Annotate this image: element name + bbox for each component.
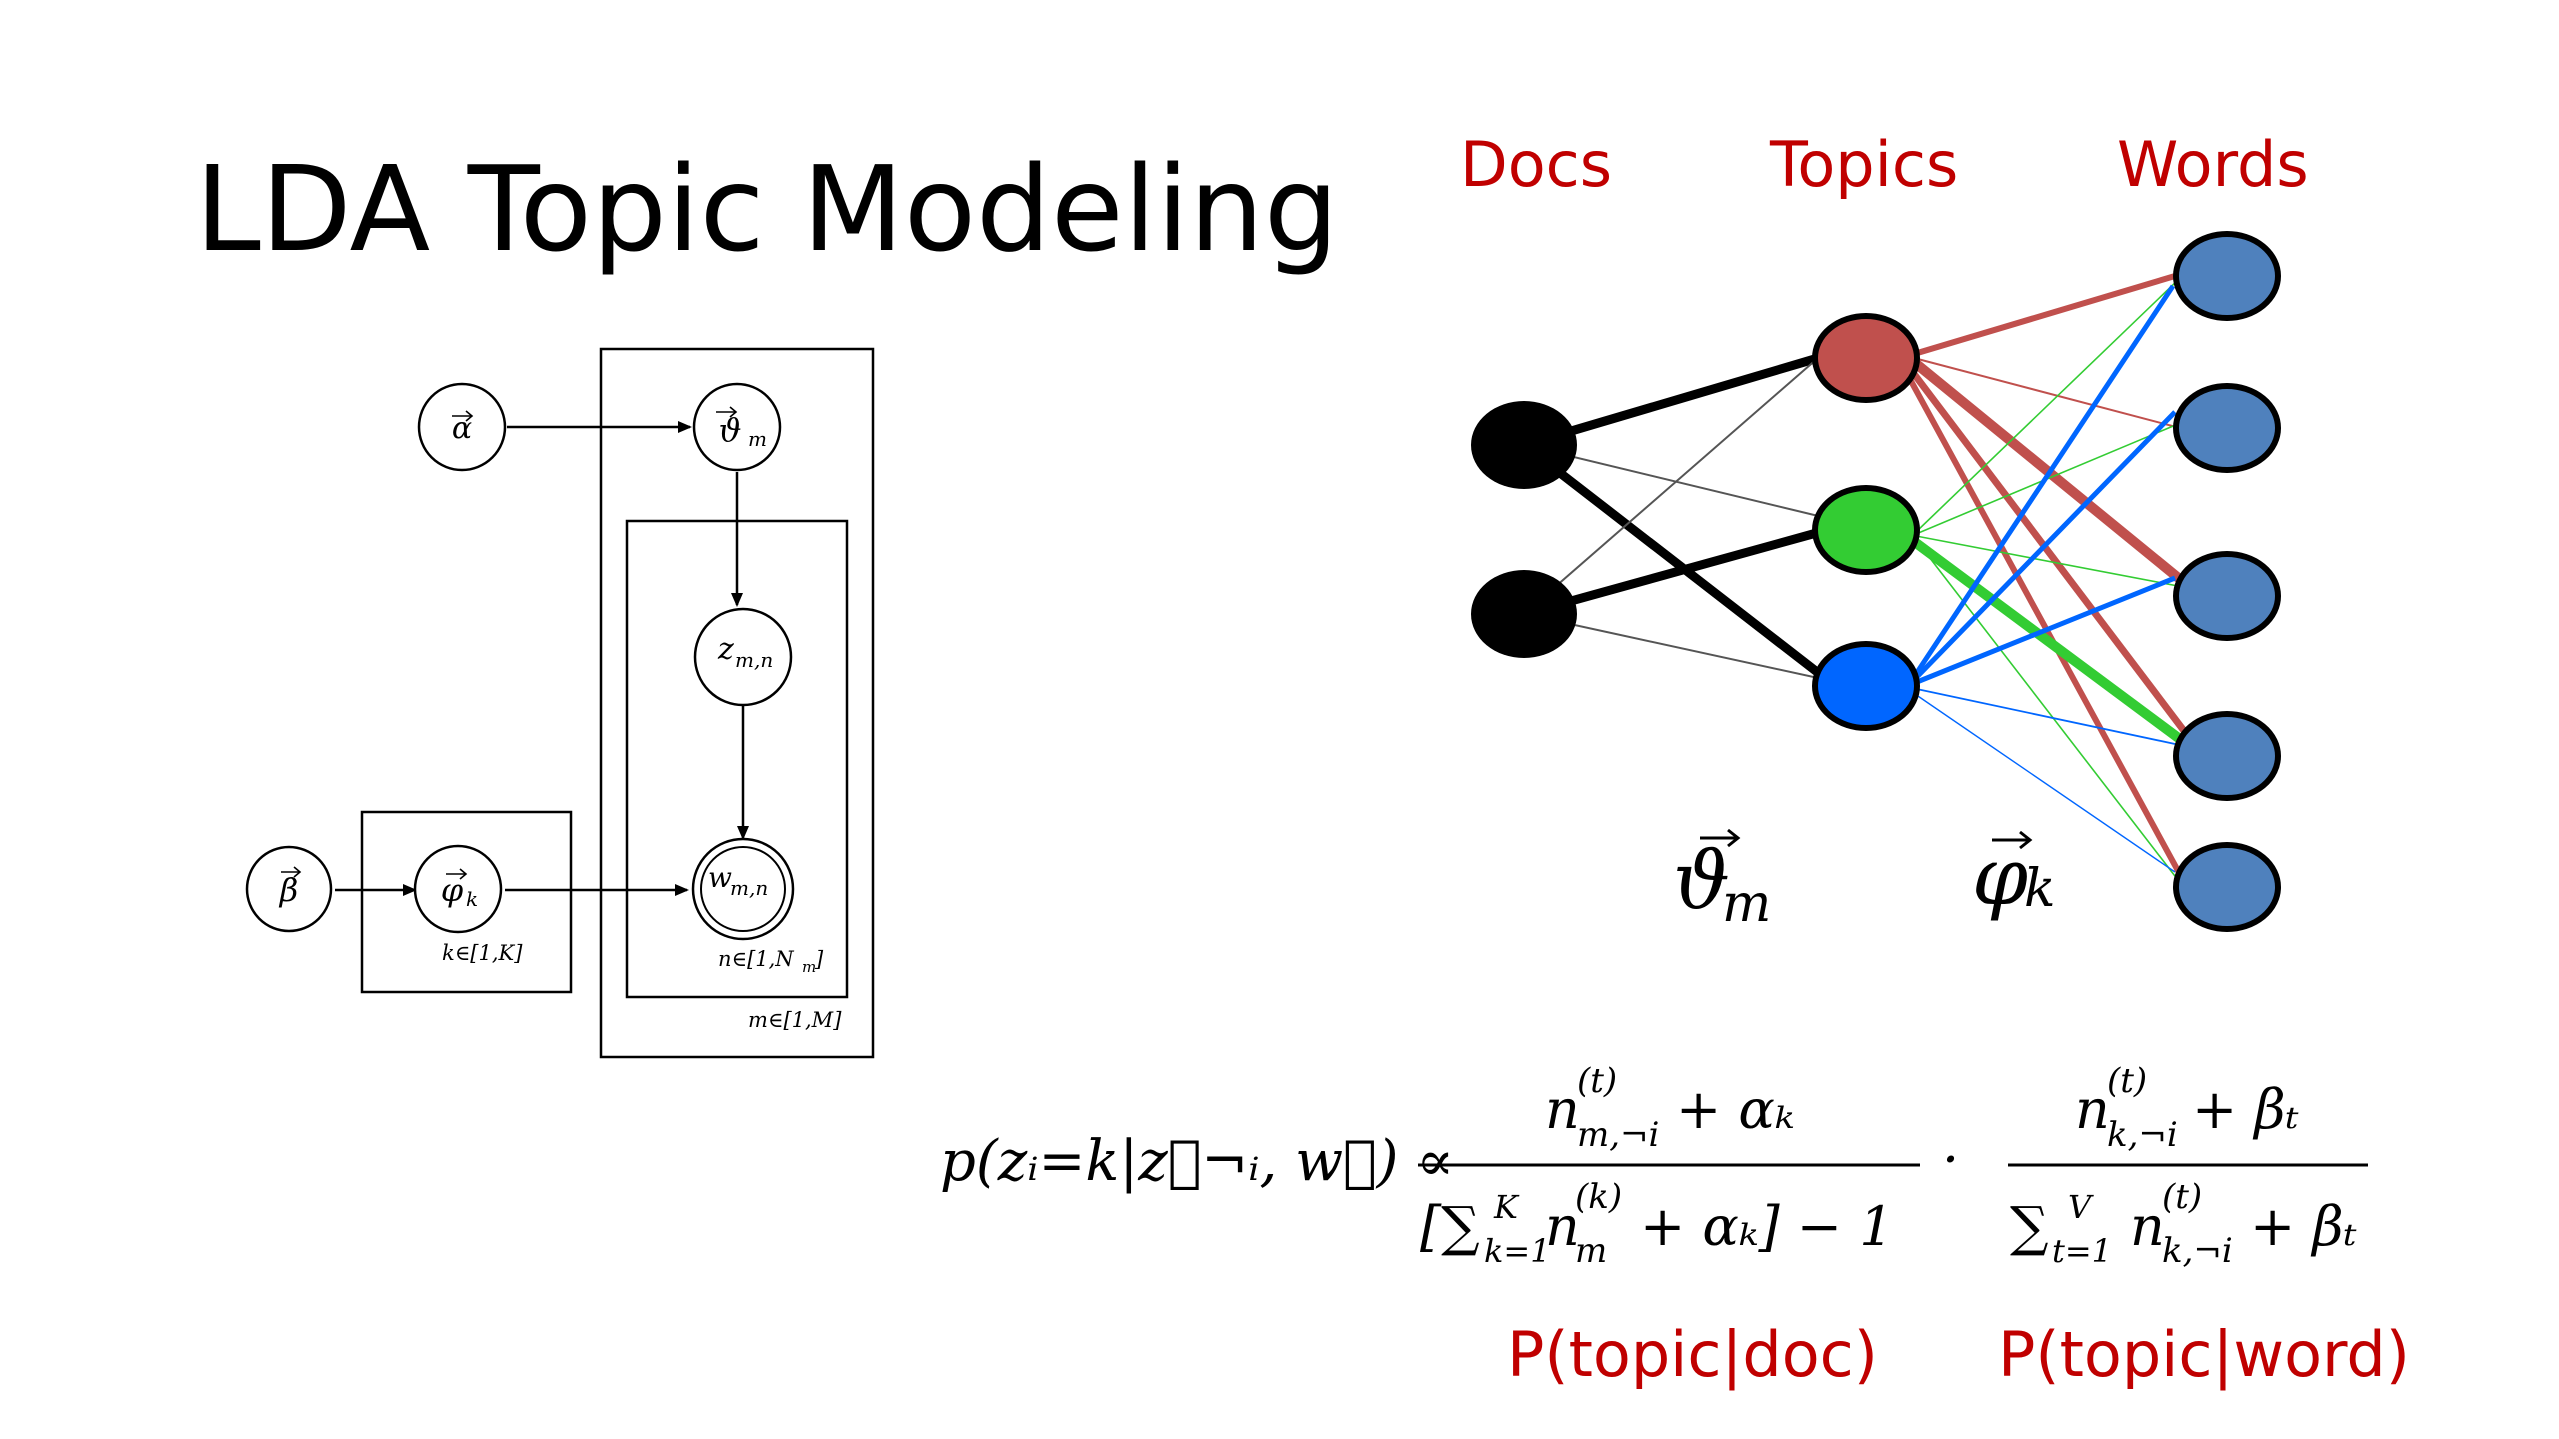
header-docs: Docs bbox=[1460, 128, 1613, 201]
f1-num-sub: m,¬i bbox=[1577, 1115, 1659, 1155]
label-w-sub: m,n bbox=[730, 876, 768, 900]
label-alpha: α bbox=[452, 411, 472, 446]
caption-topic-word: P(topic|word) bbox=[1998, 1318, 2410, 1391]
label-beta: β bbox=[279, 871, 299, 909]
node-z bbox=[693, 607, 793, 707]
label-z: z bbox=[717, 632, 734, 667]
f2-den-rest: + βₜ bbox=[2250, 1195, 2357, 1258]
label-phi-sub: k bbox=[466, 887, 478, 911]
edge-red-w2 bbox=[1913, 357, 2181, 429]
word-node-2 bbox=[2173, 383, 2281, 473]
caption-topic-doc: P(topic|doc) bbox=[1507, 1318, 1878, 1391]
vec-icon-alpha bbox=[452, 410, 474, 422]
formula-dot: · bbox=[1942, 1128, 1959, 1191]
node-beta bbox=[245, 845, 333, 933]
range-n-sub: m bbox=[802, 958, 816, 976]
f2-num-rest: + βₜ bbox=[2192, 1078, 2299, 1141]
node-w-observed-ring bbox=[700, 846, 786, 932]
plate-documents bbox=[599, 347, 875, 1059]
f1-den-sum: [∑ bbox=[1420, 1195, 1480, 1258]
vec-icon-phi bbox=[446, 868, 468, 880]
doc-node-2 bbox=[1471, 570, 1577, 658]
f2-num-sup: (t) bbox=[2107, 1061, 2147, 1101]
plate-diagram: α ϑ m z m,n w m,n β φ k k∈[1,K] n∈[1,N m… bbox=[245, 347, 875, 1059]
f1-den-sub: k=1 bbox=[1484, 1232, 1551, 1270]
vec-icon-theta-m bbox=[1700, 828, 1741, 848]
label-phi-k: φ bbox=[1972, 830, 2028, 923]
label-z-sub: m,n bbox=[735, 648, 773, 672]
node-theta bbox=[692, 382, 782, 472]
network-diagram: ϑ m φ k bbox=[1471, 231, 2281, 934]
word-node-1 bbox=[2173, 231, 2281, 321]
f2-den-n-sub: k,¬i bbox=[2162, 1231, 2233, 1271]
edge-blue-w5 bbox=[1911, 691, 2176, 873]
label-phi: φ bbox=[441, 871, 464, 909]
edge-red-w4 bbox=[1905, 363, 2200, 751]
node-w bbox=[691, 837, 795, 941]
slide-title: LDA Topic Modeling bbox=[195, 140, 1339, 278]
range-n: n∈[1,N bbox=[718, 947, 794, 971]
word-node-4 bbox=[2173, 711, 2281, 801]
gibbs-formula: p(zᵢ=k|z⃗¬ᵢ, w⃗) ∝ n (t) m,¬i + αₖ [∑ K … bbox=[940, 1061, 2368, 1271]
f2-num-n: n bbox=[2075, 1078, 2110, 1141]
f1-den-sup: K bbox=[1493, 1188, 1520, 1226]
header-words: Words bbox=[2117, 128, 2309, 201]
f1-num-sup: (t) bbox=[1577, 1061, 1617, 1101]
f1-den-n-sup: (k) bbox=[1575, 1177, 1622, 1217]
formula-lhs: p(zᵢ=k|z⃗¬ᵢ, w⃗) ∝ bbox=[940, 1129, 1454, 1194]
doc-node-1 bbox=[1471, 401, 1577, 489]
word-node-3 bbox=[2173, 551, 2281, 641]
edge-blue-w1 bbox=[1909, 284, 2176, 682]
topic-node-green bbox=[1812, 485, 1920, 575]
f1-num-n: n bbox=[1545, 1078, 1580, 1141]
label-theta-sub: m bbox=[748, 427, 767, 451]
edge-green-w3 bbox=[1915, 535, 2179, 587]
range-m: m∈[1,M] bbox=[748, 1008, 842, 1032]
plate-topics bbox=[360, 810, 573, 994]
label-theta: ϑ bbox=[719, 411, 742, 449]
f1-den-n-sub: m bbox=[1575, 1231, 1607, 1271]
f1-den-n: n bbox=[1545, 1195, 1580, 1258]
f2-den-n-sup: (t) bbox=[2162, 1177, 2202, 1217]
edge-green-w5 bbox=[1915, 539, 2179, 881]
label-phi-k-sub: k bbox=[2024, 859, 2056, 919]
edge-blue-w2 bbox=[1910, 410, 2177, 684]
range-k: k∈[1,K] bbox=[442, 941, 523, 965]
word-node-5 bbox=[2173, 842, 2281, 932]
edge-red-w1 bbox=[1913, 273, 2176, 357]
edge-green-w4 bbox=[1909, 535, 2203, 759]
header-topics: Topics bbox=[1770, 128, 1959, 201]
edge-doc2-topic-blue bbox=[1523, 613, 1865, 689]
f2-num-sub: k,¬i bbox=[2107, 1115, 2178, 1155]
f2-den-sum: ∑ bbox=[2010, 1195, 2049, 1258]
edge-doc2-topic-red bbox=[1523, 357, 1819, 615]
edge-green-w1 bbox=[1915, 279, 2179, 533]
vec-icon-phi-k bbox=[1992, 830, 2033, 850]
edge-blue-w3 bbox=[1911, 575, 2176, 687]
vec-icon-theta bbox=[716, 406, 738, 418]
f1-num-rest: + αₖ bbox=[1676, 1078, 1795, 1141]
f2-den-n: n bbox=[2130, 1195, 2165, 1258]
f1-den-rest: + αₖ] − 1 bbox=[1640, 1195, 1894, 1258]
node-alpha bbox=[417, 382, 507, 472]
edge-red-w5 bbox=[1902, 368, 2186, 882]
f2-den-sup: V bbox=[2068, 1188, 2094, 1226]
vec-icon-beta bbox=[281, 866, 302, 878]
edge-doc1-topic-green bbox=[1523, 444, 1865, 528]
edge-doc1-topic-blue bbox=[1521, 441, 1833, 686]
f2-den-sub: t=1 bbox=[2052, 1232, 2112, 1270]
edge-blue-w4 bbox=[1911, 687, 2176, 745]
topic-node-red bbox=[1812, 313, 1920, 403]
label-w: w bbox=[708, 861, 732, 894]
label-theta-m-sub: m bbox=[1722, 874, 1771, 934]
topic-node-blue bbox=[1812, 641, 1920, 731]
label-theta-m: ϑ bbox=[1673, 834, 1730, 927]
node-phi bbox=[413, 844, 503, 934]
range-n-end: ] bbox=[814, 947, 824, 971]
